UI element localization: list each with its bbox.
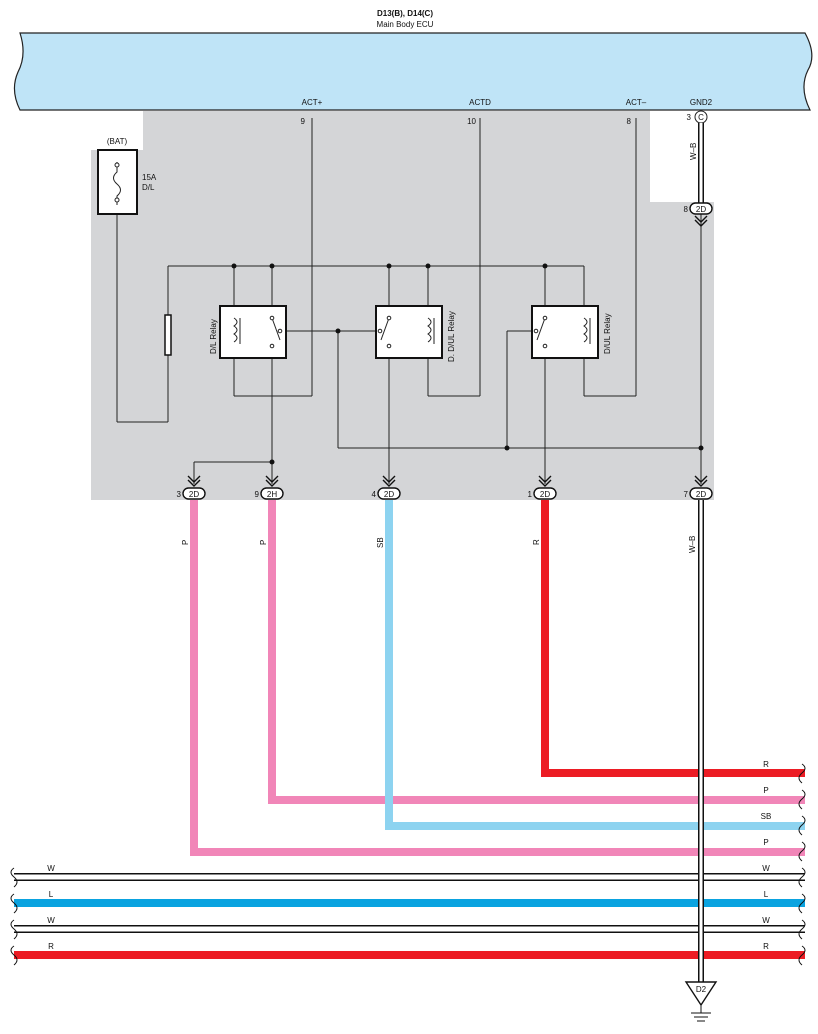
terminal-actd-pin: 10 bbox=[467, 117, 476, 126]
left-label-3: W bbox=[47, 916, 55, 925]
connector-2d-pin3: 2D bbox=[182, 475, 206, 500]
break-marks bbox=[10, 763, 806, 966]
right-label-2: P bbox=[763, 786, 768, 795]
through-wires bbox=[14, 873, 805, 959]
terminal-act-minus-pin: 8 bbox=[627, 117, 632, 126]
fuse-dl bbox=[97, 149, 138, 215]
terminal-act-plus-label: ACT+ bbox=[302, 98, 323, 107]
d-dul-relay-label: D. D/UL Relay bbox=[447, 311, 456, 362]
ecu-connector-title: D13(B), D14(C) bbox=[377, 9, 433, 18]
resistor-element bbox=[164, 314, 172, 356]
right-label-1: R bbox=[763, 760, 769, 769]
connector-2d-pin8-pin: 8 bbox=[684, 205, 689, 214]
connector-2h-pin9-conn: 2H bbox=[267, 490, 277, 499]
ecu-name: Main Body ECU bbox=[377, 20, 434, 29]
connector-2h-pin9-pin: 9 bbox=[255, 490, 260, 499]
dul-relay bbox=[531, 305, 599, 359]
wire-label-p-pin9: P bbox=[259, 540, 268, 545]
ground-d2-label: D2 bbox=[696, 985, 707, 994]
connector-2d-pin4-pin: 4 bbox=[372, 490, 377, 499]
wire-r-pin1 bbox=[541, 500, 805, 777]
right-label-3: SB bbox=[761, 812, 772, 821]
right-label-5: W bbox=[762, 864, 770, 873]
ground-d2: D2 bbox=[684, 981, 718, 1022]
connector-2h-pin9: 2H bbox=[260, 475, 284, 500]
connector-c-label: C bbox=[698, 113, 704, 122]
connector-2d-pin4: 2D bbox=[377, 475, 401, 500]
dl-relay-label: D/L Relay bbox=[209, 319, 218, 354]
connector-2d-pin7-pin: 7 bbox=[684, 490, 689, 499]
right-label-7: W bbox=[762, 916, 770, 925]
wire-wb-upper-label: W–B bbox=[689, 143, 698, 160]
terminal-gnd2-label: GND2 bbox=[690, 98, 713, 107]
wire-p-pin9 bbox=[268, 500, 805, 804]
harness-wires bbox=[190, 500, 805, 856]
terminal-act-plus-pin: 9 bbox=[301, 117, 306, 126]
connector-c-badge: C bbox=[694, 110, 708, 124]
left-label-1: W bbox=[47, 864, 55, 873]
connector-2d-pin7-conn: 2D bbox=[696, 490, 706, 499]
internal-wiring bbox=[116, 118, 702, 484]
connector-2d-pin1-pin: 1 bbox=[528, 490, 533, 499]
fuse-source-label: (BAT) bbox=[107, 137, 128, 146]
wire-label-wb-pin7: W–B bbox=[688, 536, 697, 553]
main-body-ecu-block bbox=[13, 32, 813, 111]
wire-p-pin3 bbox=[190, 500, 805, 856]
junction-dots bbox=[231, 263, 704, 465]
right-label-8: R bbox=[763, 942, 769, 951]
dul-relay-label: D/UL Relay bbox=[603, 313, 612, 354]
right-label-4: P bbox=[763, 838, 768, 847]
right-label-6: L bbox=[764, 890, 769, 899]
terminal-gnd2-pin: 3 bbox=[687, 113, 692, 122]
connector-2d-pin4-conn: 2D bbox=[384, 490, 394, 499]
connector-2d-pin1-conn: 2D bbox=[540, 490, 550, 499]
connector-2d-pin8: 2D bbox=[689, 202, 713, 227]
wire-sb-pin4 bbox=[385, 500, 805, 830]
wire-label-sb-pin4: SB bbox=[376, 537, 385, 548]
wire-label-p-pin3: P bbox=[181, 540, 190, 545]
d-dul-relay bbox=[375, 305, 443, 359]
fuse-rating-label: 15A bbox=[142, 173, 157, 182]
terminal-act-minus-label: ACT– bbox=[626, 98, 647, 107]
wire-label-r-pin1: R bbox=[532, 539, 541, 545]
connector-2d-pin3-pin: 3 bbox=[177, 490, 182, 499]
connector-2d-pin7: 2D bbox=[689, 475, 713, 500]
connector-2d-pin1: 2D bbox=[533, 475, 557, 500]
dl-relay bbox=[219, 305, 287, 359]
left-label-2: L bbox=[49, 890, 54, 899]
connector-2d-pin3-conn: 2D bbox=[189, 490, 199, 499]
connector-2d-pin8-conn: 2D bbox=[696, 205, 706, 214]
terminal-actd-label: ACTD bbox=[469, 98, 491, 107]
fuse-name-label: D/L bbox=[142, 183, 155, 192]
left-label-4: R bbox=[48, 942, 54, 951]
